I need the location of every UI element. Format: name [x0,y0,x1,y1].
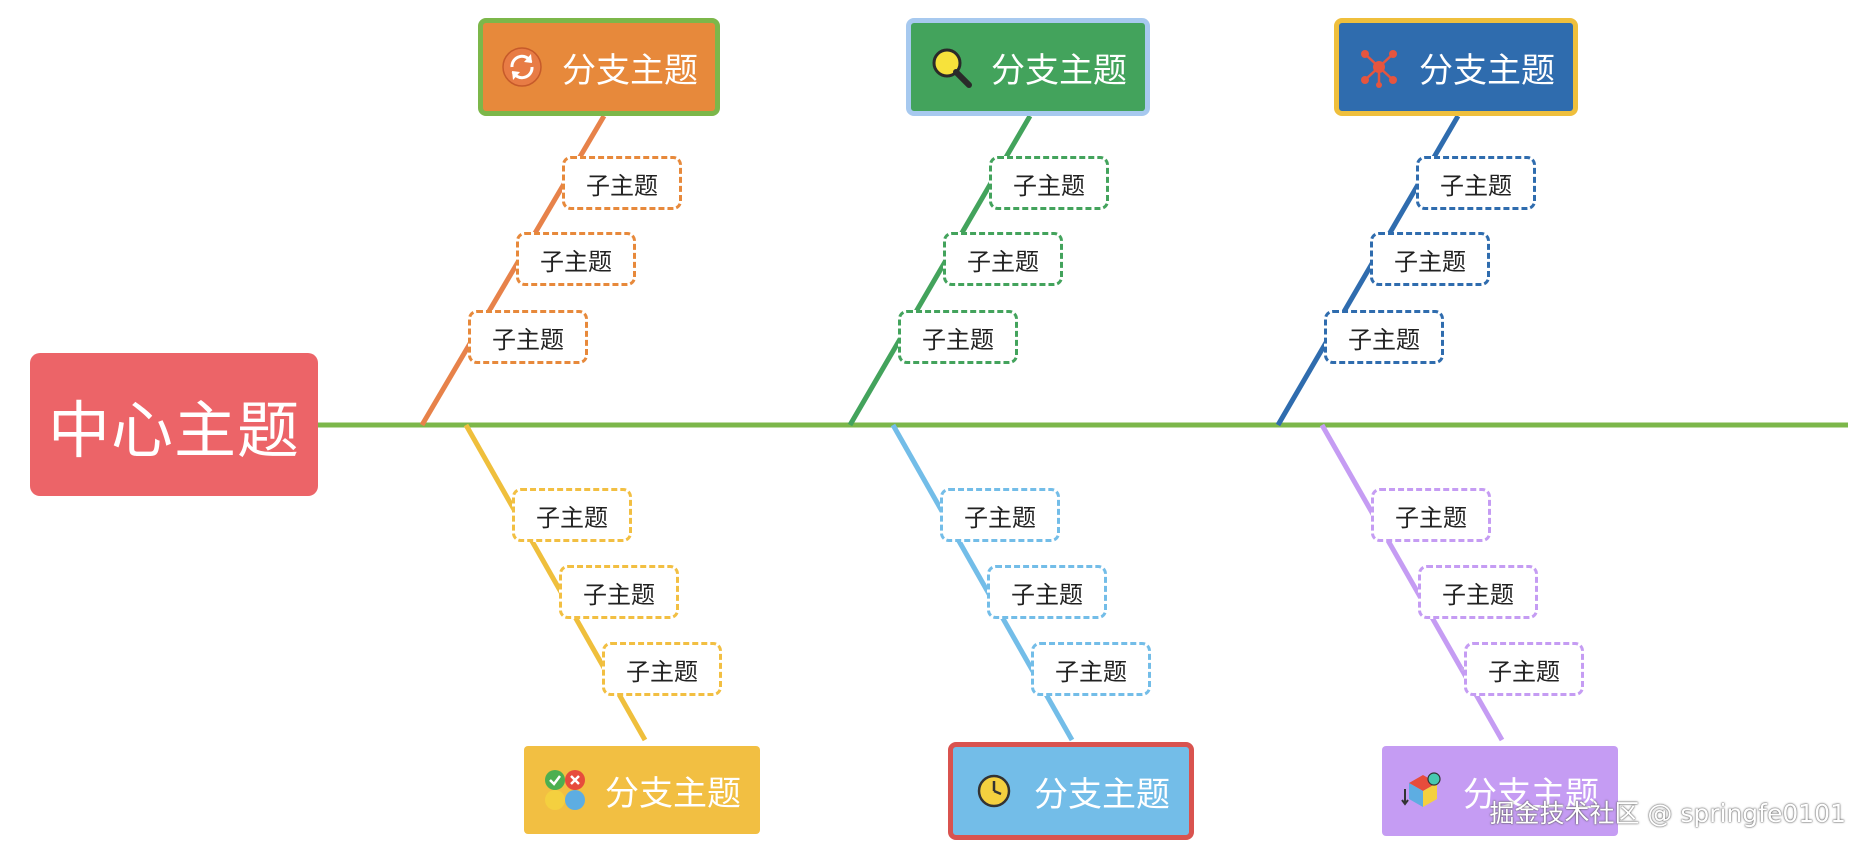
branch-topic-label: 分支主题 [605,773,741,814]
branch-topic-5[interactable]: 分支主题 [948,742,1194,840]
subtopic-6-2[interactable]: 子主题 [1418,565,1538,619]
branch-topic-label: 分支主题 [562,50,698,91]
subtopic-1-3[interactable]: 子主题 [468,310,588,364]
branch-topic-4[interactable]: 分支主题 [524,746,760,834]
network-icon [1361,50,1397,88]
branch-topic-2[interactable]: 分支主题 [906,18,1150,116]
subtopic-4-2[interactable]: 子主题 [559,565,679,619]
branch-topic-label: 分支主题 [1463,774,1599,815]
branch-topic-label: 分支主题 [1034,774,1170,815]
clock-icon [977,774,1011,808]
quadrant-icon [545,770,585,810]
branch-topic-label: 分支主题 [1419,50,1555,91]
subtopic-5-2[interactable]: 子主题 [987,565,1107,619]
subtopic-3-2[interactable]: 子主题 [1370,232,1490,286]
watermark: 掘金技术社区 @ springfe0101 [1489,799,1846,828]
subtopic-3-3[interactable]: 子主题 [1324,310,1444,364]
subtopic-5-1[interactable]: 子主题 [940,488,1060,542]
center-topic[interactable]: 中心主题 [30,353,318,496]
subtopic-3-1[interactable]: 子主题 [1416,156,1536,210]
branch-topic-6[interactable]: 分支主题 [1382,746,1618,836]
magnifier-icon [932,48,972,88]
subtopic-1-1[interactable]: 子主题 [562,156,682,210]
subtopic-2-2[interactable]: 子主题 [943,232,1063,286]
refresh-icon [502,47,542,87]
branch-topic-3[interactable]: 分支主题 [1334,18,1578,116]
subtopic-1-2[interactable]: 子主题 [516,232,636,286]
branch-topic-1[interactable]: 分支主题 [478,18,720,116]
subtopic-4-3[interactable]: 子主题 [602,642,722,696]
subtopic-2-3[interactable]: 子主题 [898,310,1018,364]
branch-topic-label: 分支主题 [991,50,1127,91]
subtopic-4-1[interactable]: 子主题 [512,488,632,542]
cube-icon [1401,772,1441,807]
subtopic-2-1[interactable]: 子主题 [989,156,1109,210]
subtopic-6-3[interactable]: 子主题 [1464,642,1584,696]
subtopic-5-3[interactable]: 子主题 [1031,642,1151,696]
subtopic-6-1[interactable]: 子主题 [1371,488,1491,542]
